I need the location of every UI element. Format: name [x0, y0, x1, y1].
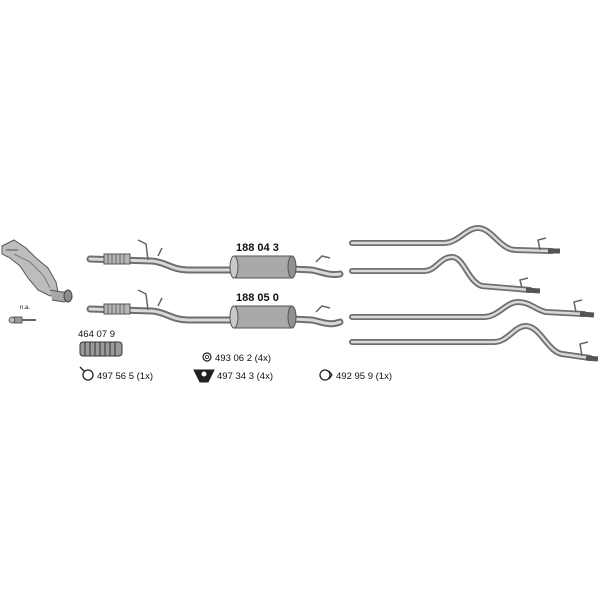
accessory-hanger-label: 497 34 3 (4x) [217, 371, 273, 382]
accessory-rubber-ring-label: 493 06 2 (4x) [215, 353, 271, 364]
note-label: n.a. [20, 305, 30, 311]
part-number-464-07-9: 464 07 9 [78, 329, 115, 340]
part-number-188-05-0: 188 05 0 [236, 292, 279, 304]
front-pipe-188-04-3 [86, 239, 344, 279]
hanger-icon [193, 369, 215, 383]
middle-silencer [233, 305, 293, 329]
accessory-clamp-label: 497 56 5 (1x) [97, 371, 153, 382]
flex-pipe-icon [79, 341, 123, 357]
part-number-188-04-3: 188 04 3 [236, 242, 279, 254]
rubber-ring-icon [202, 352, 212, 362]
flex-section [103, 303, 131, 315]
clamp-icon [79, 366, 94, 381]
tail-pipe-3 [349, 299, 595, 320]
accessory-clamp-2-label: 492 95 9 (1x) [336, 371, 392, 382]
tail-pipe-1 [349, 225, 560, 254]
flex-section [103, 253, 131, 265]
catalytic-converter [1, 239, 73, 303]
tail-pipe-4 [349, 323, 599, 362]
middle-silencer [233, 255, 293, 279]
lambda-probe-icon [8, 316, 36, 324]
clamp-2-icon [319, 369, 333, 381]
tail-pipe-2 [349, 254, 541, 294]
front-pipe-188-05-0 [86, 289, 344, 329]
